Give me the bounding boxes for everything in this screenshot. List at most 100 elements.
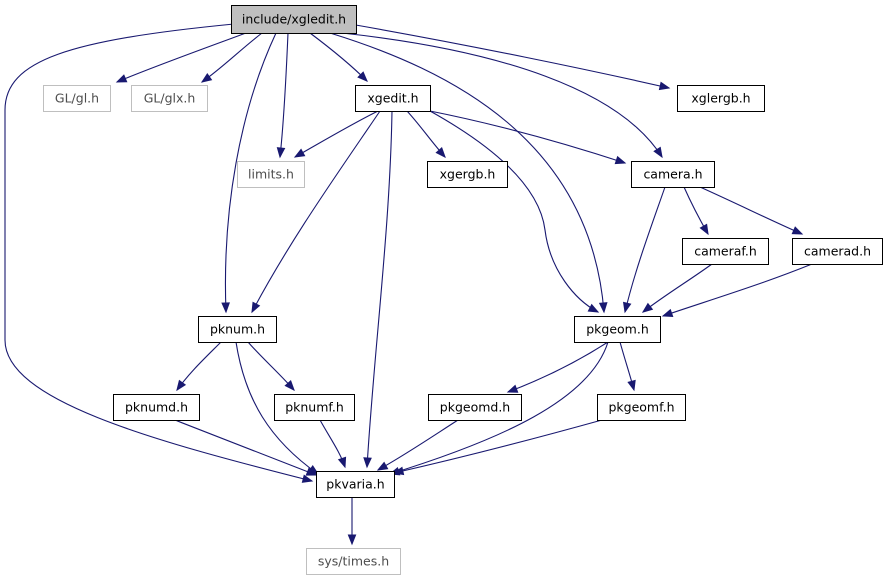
- arrowhead: [699, 223, 709, 236]
- node-systimes: sys/times.h: [306, 548, 401, 575]
- arrowhead: [661, 308, 674, 318]
- node-label: xglergb.h: [691, 91, 750, 106]
- arrowhead: [392, 466, 405, 476]
- node-box: [574, 316, 661, 343]
- arrowhead: [347, 534, 357, 546]
- node-box: [113, 394, 200, 421]
- arrowhead: [284, 380, 295, 392]
- edge-line: [341, 32, 663, 158]
- arrowhead: [301, 474, 314, 483]
- edge-camera-to-camerad: [699, 186, 804, 235]
- arrowhead: [791, 226, 804, 235]
- edge-root-to-camera: [341, 32, 663, 159]
- edge-line: [377, 419, 459, 471]
- arrowhead: [376, 461, 389, 471]
- edge-pkvaria-to-systimes: [347, 497, 357, 546]
- arrowhead: [176, 379, 187, 392]
- node-label: GL/gl.h: [55, 91, 99, 106]
- node-label: pkgeom.h: [586, 322, 649, 337]
- node-box: [428, 394, 522, 421]
- node-box: [306, 548, 401, 575]
- arrowhead: [276, 147, 286, 159]
- edge-line: [429, 110, 626, 164]
- node-label: pkvaria.h: [326, 477, 384, 492]
- edge-xgedit-to-pknum: [251, 110, 381, 314]
- node-label: camera.h: [643, 167, 702, 182]
- arrowhead: [653, 146, 663, 159]
- node-pknum[interactable]: pknum.h: [198, 316, 277, 343]
- edge-line: [201, 32, 263, 83]
- edge-root-to-glx: [200, 32, 263, 83]
- edge-pkgeomd-to-pkvaria: [376, 419, 459, 471]
- node-xgergb[interactable]: xgergb.h: [427, 161, 508, 188]
- node-label: sys/times.h: [318, 554, 389, 569]
- node-xgedit[interactable]: xgedit.h: [355, 85, 431, 112]
- node-label: pkgeomf.h: [608, 400, 674, 415]
- node-pkvaria[interactable]: pkvaria.h: [316, 471, 395, 498]
- edge-root-to-pkvaria: [4, 23, 314, 483]
- edge-root-to-xglergb: [349, 23, 671, 91]
- edge-root-to-pknum: [221, 32, 277, 314]
- edge-line: [507, 341, 609, 393]
- edge-line: [251, 110, 381, 313]
- arrowhead: [627, 379, 636, 392]
- node-box: [597, 394, 686, 421]
- edge-root-to-gl: [115, 32, 247, 83]
- node-box: [677, 85, 765, 112]
- edge-xgedit-to-pkvaria: [363, 110, 393, 469]
- node-box: [427, 161, 508, 188]
- node-pknumf[interactable]: pknumf.h: [274, 394, 355, 421]
- arrowhead: [363, 457, 372, 469]
- arrowhead: [337, 456, 347, 469]
- node-label: pkgeomd.h: [440, 400, 510, 415]
- node-pkgeomd[interactable]: pkgeomd.h: [428, 394, 522, 421]
- arrowhead: [658, 81, 671, 91]
- node-label: xgedit.h: [367, 91, 418, 106]
- edge-root-to-pkgeom: [329, 32, 608, 314]
- node-box: [231, 5, 357, 34]
- edge-xgedit-to-xgergb: [406, 110, 446, 159]
- node-pkgeom[interactable]: pkgeom.h: [574, 316, 661, 343]
- node-label: pknum.h: [210, 322, 265, 337]
- edge-line: [247, 341, 295, 391]
- arrowhead: [251, 301, 261, 314]
- node-cameraf[interactable]: cameraf.h: [682, 238, 769, 265]
- arrowhead: [598, 302, 608, 314]
- arrowhead: [614, 155, 627, 165]
- edge-pknumd-to-pkvaria: [174, 419, 318, 476]
- edge-xgedit-to-pkgeom: [429, 110, 600, 313]
- arrowhead: [221, 302, 230, 314]
- edge-xgedit-to-camera: [429, 110, 627, 165]
- node-label: include/xgledit.h: [242, 12, 346, 27]
- node-gl: GL/gl.h: [43, 85, 111, 112]
- edge-pkgeom-to-pkgeomf: [619, 341, 636, 392]
- edge-pkgeom-to-pkgeomd: [506, 341, 609, 393]
- edge-xgedit-to-limits: [293, 110, 379, 158]
- node-root[interactable]: include/xgledit.h: [231, 5, 357, 34]
- node-box: [355, 85, 431, 112]
- node-xglergb[interactable]: xglergb.h: [677, 85, 765, 112]
- edge-pknumf-to-pkvaria: [319, 419, 347, 469]
- node-box: [682, 238, 769, 265]
- node-box: [792, 238, 883, 265]
- node-box: [43, 85, 111, 112]
- node-camera[interactable]: camera.h: [631, 161, 715, 188]
- node-glx: GL/glx.h: [131, 85, 208, 112]
- edge-line: [429, 110, 599, 313]
- edge-cameraf-to-pkgeom: [641, 263, 713, 313]
- edge-line: [329, 32, 605, 313]
- node-label: cameraf.h: [694, 244, 757, 259]
- arrowhead: [587, 303, 600, 313]
- node-pkgeomf[interactable]: pkgeomf.h: [597, 394, 686, 421]
- node-camerad[interactable]: camerad.h: [792, 238, 883, 265]
- edge-line: [176, 341, 222, 391]
- node-pknumd[interactable]: pknumd.h: [113, 394, 200, 421]
- edge-line: [116, 32, 247, 83]
- arrowhead: [115, 74, 128, 83]
- edge-line: [294, 110, 379, 158]
- edge-camera-to-cameraf: [683, 186, 709, 236]
- edge-line: [366, 110, 393, 468]
- edge-line: [699, 186, 803, 235]
- edges-layer: [4, 23, 813, 546]
- edge-line: [279, 32, 289, 158]
